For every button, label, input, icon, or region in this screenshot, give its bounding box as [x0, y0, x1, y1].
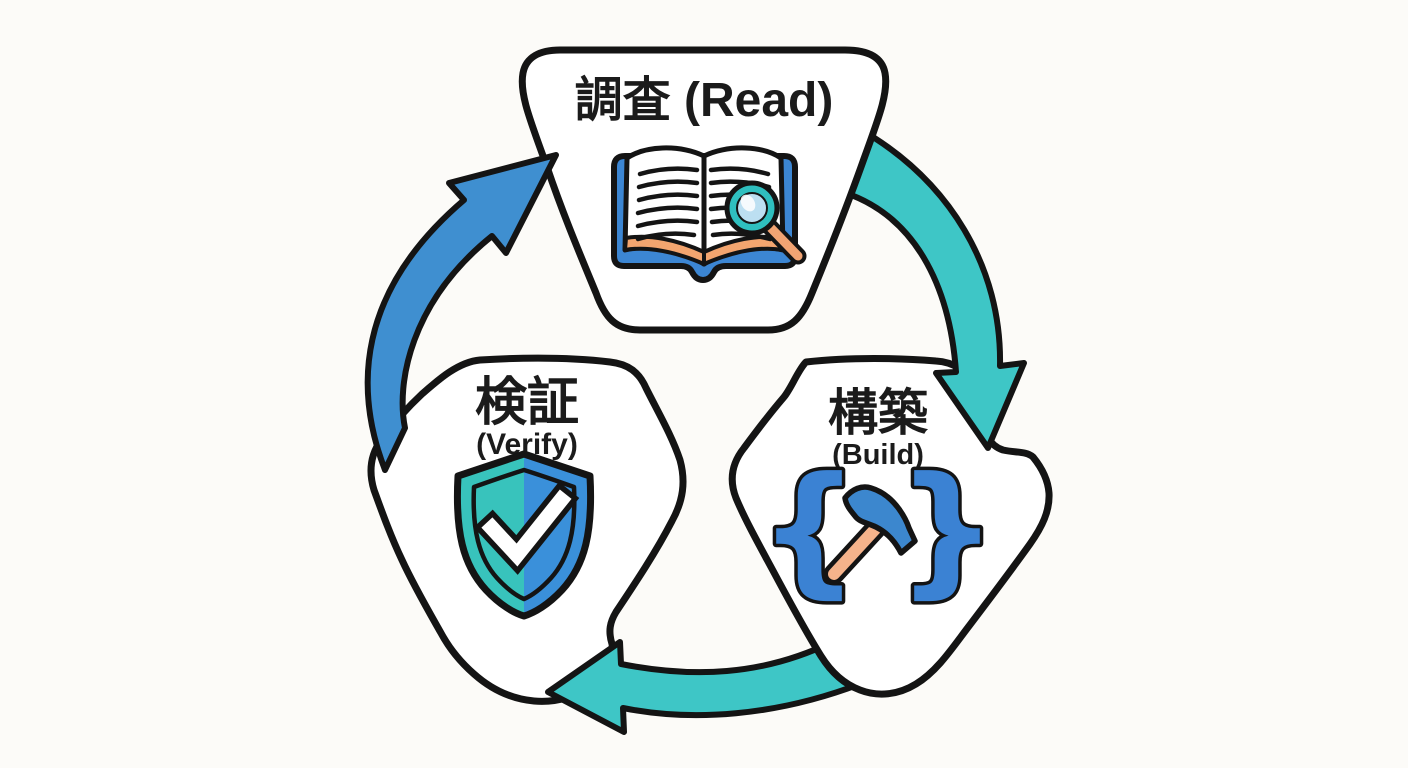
arrow-verify-to-read	[364, 152, 559, 473]
hammer-handle	[828, 519, 885, 580]
read-label: 調査 (Read)	[575, 74, 834, 127]
hammer-icon	[823, 484, 918, 585]
build-label-ja: 構築	[828, 385, 929, 441]
lens-highlight	[740, 194, 756, 212]
shield-inner-border	[471, 467, 577, 602]
arrow-build-to-verify	[545, 639, 863, 735]
open-book-magnifier-icon	[611, 145, 807, 283]
magnifier-handle	[764, 221, 803, 261]
shield-outline	[453, 450, 595, 620]
node-read: 調査 (Read)	[518, 46, 890, 334]
node-build: 構築 (Build) { }	[728, 355, 1053, 698]
braces-hammer-icon: { }	[755, 444, 1001, 616]
build-label-en: (Build)	[832, 439, 924, 471]
magnifier-icon	[724, 180, 807, 265]
left-page-text-lines	[635, 166, 700, 242]
left-page-edge	[623, 234, 706, 266]
node-verify: 検証 (Verify)	[367, 354, 687, 705]
shield-check-icon	[453, 450, 595, 620]
open-brace-icon: {	[758, 447, 859, 612]
verify-label-ja: 検証	[475, 374, 579, 432]
arrow-verify-to-read-shape	[364, 152, 559, 473]
hammer-head	[842, 484, 918, 556]
arrow-read-to-build	[833, 125, 1027, 451]
arrow-build-to-verify-shape	[545, 639, 863, 735]
checkmark-icon	[481, 489, 572, 567]
arrow-read-to-build-shape	[833, 125, 1027, 451]
